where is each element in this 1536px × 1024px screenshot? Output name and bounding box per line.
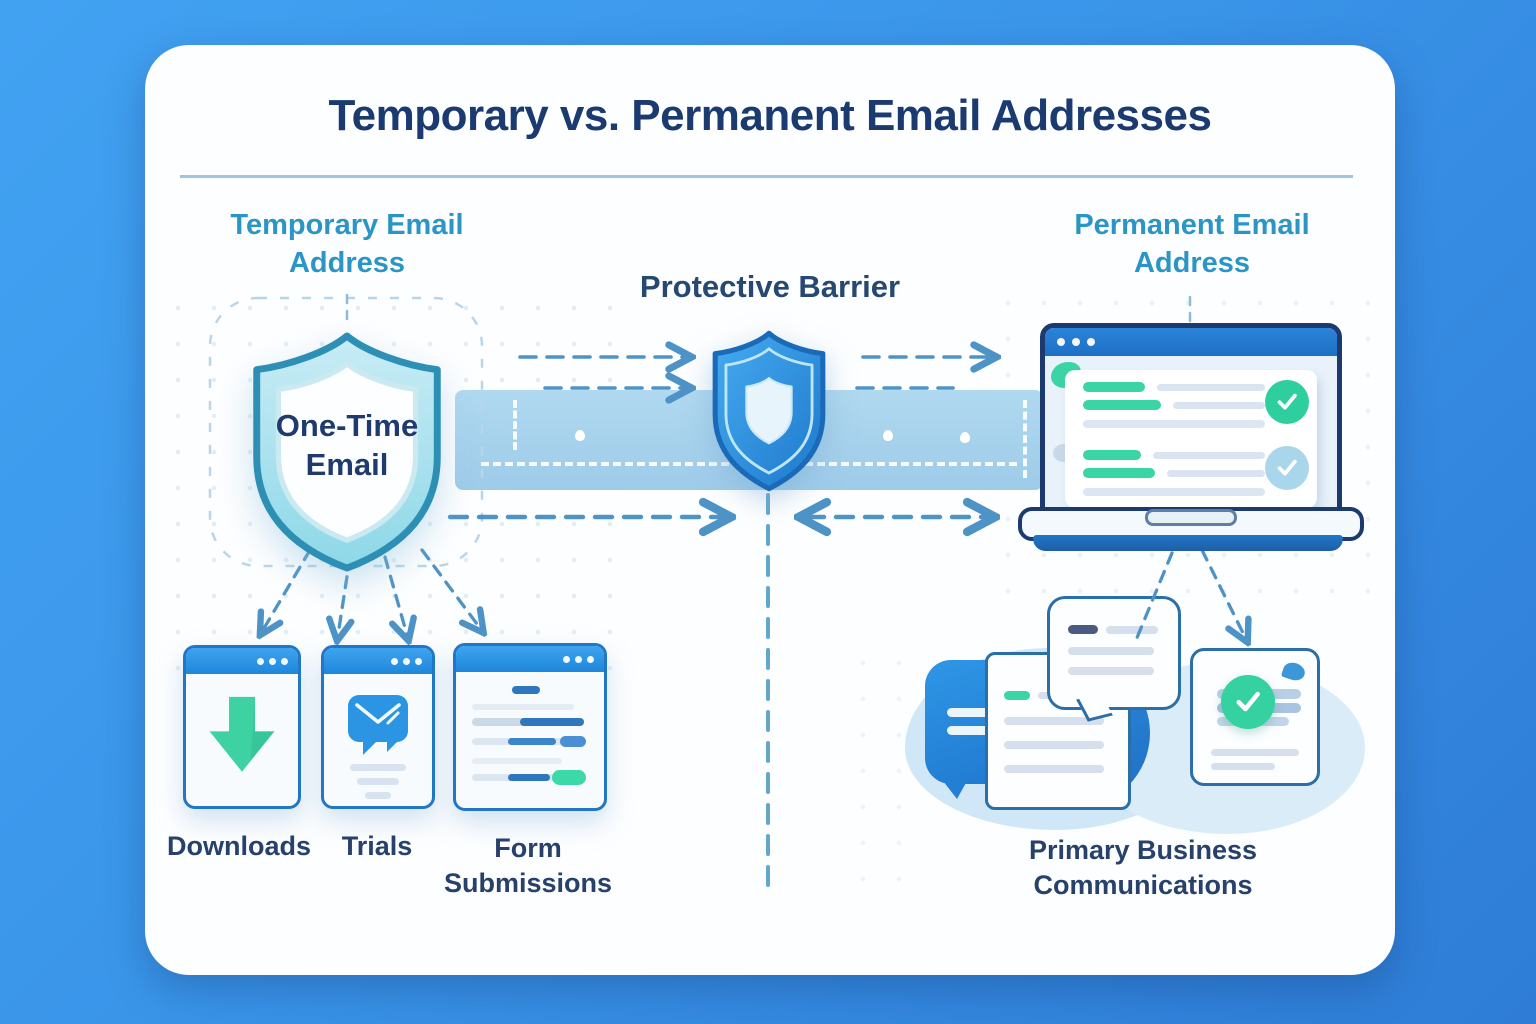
email-text-line bbox=[1083, 420, 1265, 428]
window-dot-icon bbox=[415, 657, 422, 665]
form-field bbox=[472, 704, 574, 710]
window-dot-icon bbox=[563, 655, 570, 663]
email-text-line bbox=[1157, 384, 1265, 391]
chat-bubbles-icon bbox=[905, 590, 1375, 860]
chat-text-line bbox=[947, 726, 995, 735]
email-text-line bbox=[1167, 470, 1265, 477]
form-field bbox=[472, 718, 584, 726]
window-dot-icon bbox=[391, 657, 398, 665]
band-dash-vertical-left bbox=[513, 400, 517, 450]
email-subject-pill bbox=[1083, 382, 1145, 392]
window-titlebar bbox=[456, 646, 604, 672]
band-drop bbox=[960, 432, 970, 443]
band-dash-vertical-right bbox=[1023, 400, 1027, 478]
window-dot-icon bbox=[257, 657, 264, 665]
chat-text-line bbox=[1068, 667, 1154, 675]
window-dot-icon bbox=[269, 657, 276, 665]
page-title: Temporary vs. Permanent Email Addresses bbox=[328, 91, 1212, 140]
shield-label-line1: One-Time bbox=[275, 407, 419, 443]
download-arrow-icon bbox=[209, 696, 275, 772]
email-subject-pill bbox=[1083, 468, 1155, 478]
window-titlebar bbox=[186, 648, 298, 674]
text-line bbox=[365, 792, 391, 799]
email-subject-pill bbox=[1083, 400, 1161, 410]
window-dot-icon bbox=[281, 657, 288, 665]
doc-text-line bbox=[1004, 765, 1104, 773]
form-lines-icon bbox=[456, 672, 604, 808]
verified-card-icon bbox=[1190, 648, 1320, 786]
protective-barrier-heading: Protective Barrier bbox=[639, 269, 901, 304]
doc-text-line bbox=[1004, 741, 1104, 749]
chat-text-line bbox=[1068, 647, 1154, 655]
downloads-window bbox=[183, 645, 301, 809]
mail-chat-icon bbox=[348, 695, 408, 755]
one-time-email-label: One-Time Email bbox=[232, 328, 462, 563]
form-submissions-window bbox=[453, 643, 607, 811]
email-text-line bbox=[1173, 402, 1265, 409]
barrier-shield-icon bbox=[712, 330, 826, 492]
laptop-screen bbox=[1040, 323, 1342, 521]
blue-drop-icon bbox=[1280, 660, 1308, 683]
shield-label-line2: Email bbox=[305, 446, 389, 482]
laptop-inbox-icon bbox=[1015, 323, 1364, 573]
text-line bbox=[350, 764, 406, 771]
text-line bbox=[357, 778, 399, 785]
check-circle-light-icon bbox=[1265, 446, 1309, 490]
doc-text-line bbox=[1004, 717, 1104, 725]
form-field bbox=[512, 686, 540, 694]
window-dot-icon bbox=[1057, 338, 1065, 346]
chat-text-line bbox=[947, 708, 995, 717]
band-drop bbox=[575, 430, 585, 441]
laptop-notch bbox=[1145, 509, 1237, 526]
inbox-list bbox=[1065, 370, 1317, 508]
chat-text-line bbox=[1106, 626, 1158, 634]
check-circle-icon bbox=[1265, 380, 1309, 424]
trials-label: Trials bbox=[341, 831, 413, 861]
form-slider bbox=[472, 770, 586, 785]
window-dot-icon bbox=[1072, 338, 1080, 346]
email-text-line bbox=[1153, 452, 1265, 459]
temporary-email-heading: Temporary Email Address bbox=[230, 209, 464, 279]
form-field bbox=[472, 758, 562, 764]
card-line bbox=[1211, 749, 1299, 756]
laptop-titlebar bbox=[1045, 328, 1337, 356]
window-dot-icon bbox=[403, 657, 410, 665]
form-slider bbox=[472, 736, 586, 747]
window-titlebar bbox=[324, 648, 432, 674]
white-chat-bubble-icon bbox=[1047, 596, 1181, 722]
downloads-label: Downloads bbox=[166, 831, 311, 861]
window-dot-icon bbox=[575, 655, 582, 663]
card-line bbox=[1211, 763, 1275, 770]
form-submissions-label: Form Submissions bbox=[443, 833, 613, 899]
window-dot-icon bbox=[587, 655, 594, 663]
title-divider bbox=[180, 175, 1353, 178]
band-drop bbox=[883, 430, 893, 441]
email-text-line bbox=[1083, 488, 1265, 496]
doc-green-dot bbox=[1004, 691, 1030, 700]
email-subject-pill bbox=[1083, 450, 1141, 460]
permanent-email-heading: Permanent Email Address bbox=[1074, 209, 1310, 279]
primary-business-label: Primary Business Communications bbox=[1028, 835, 1258, 901]
check-circle-icon bbox=[1221, 675, 1275, 729]
infographic-card: Temporary vs. Permanent Email Addresses … bbox=[145, 45, 1395, 975]
laptop-bottom-edge bbox=[1033, 535, 1343, 551]
dot-grid-bottom bbox=[845, 645, 925, 905]
trials-window bbox=[321, 645, 435, 809]
chat-dark-line bbox=[1068, 625, 1098, 634]
window-dot-icon bbox=[1087, 338, 1095, 346]
